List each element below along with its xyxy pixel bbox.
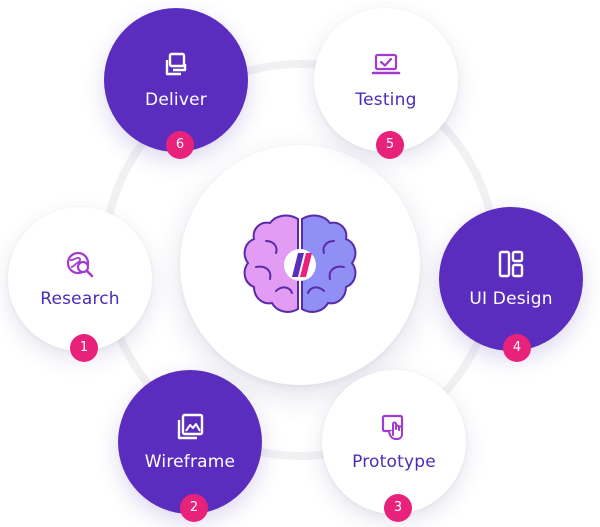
step-number-badge: 2	[180, 494, 208, 522]
image-layers-icon	[177, 413, 204, 440]
step-label: Research	[40, 289, 120, 309]
touch-screen-icon	[381, 414, 404, 440]
package-icon	[165, 52, 187, 76]
step-label: UI Design	[469, 289, 553, 309]
step-number-badge: 5	[376, 131, 404, 159]
step-wireframe-node: Wireframe	[118, 370, 262, 514]
step-testing-node: Testing	[314, 8, 458, 152]
step-number-badge: 1	[70, 334, 98, 362]
step-label: Prototype	[352, 452, 436, 472]
step-prototype-node: Prototype	[322, 370, 466, 514]
step-label: Testing	[355, 90, 417, 110]
step-ui-design-node: UI Design	[439, 207, 583, 351]
step-label: Deliver	[145, 90, 207, 110]
step-research-node: Research	[8, 207, 152, 351]
step-number-badge: 3	[384, 494, 412, 522]
brain-logo-icon	[243, 214, 357, 313]
step-label: Wireframe	[144, 452, 236, 472]
layout-grid-icon	[498, 250, 524, 278]
center-hub	[180, 145, 420, 385]
step-deliver-node: Deliver	[104, 8, 248, 152]
step-number-badge: 4	[503, 334, 531, 362]
laptop-check-icon	[371, 53, 401, 75]
globe-search-icon	[66, 251, 94, 278]
step-number-badge: 6	[166, 131, 194, 159]
